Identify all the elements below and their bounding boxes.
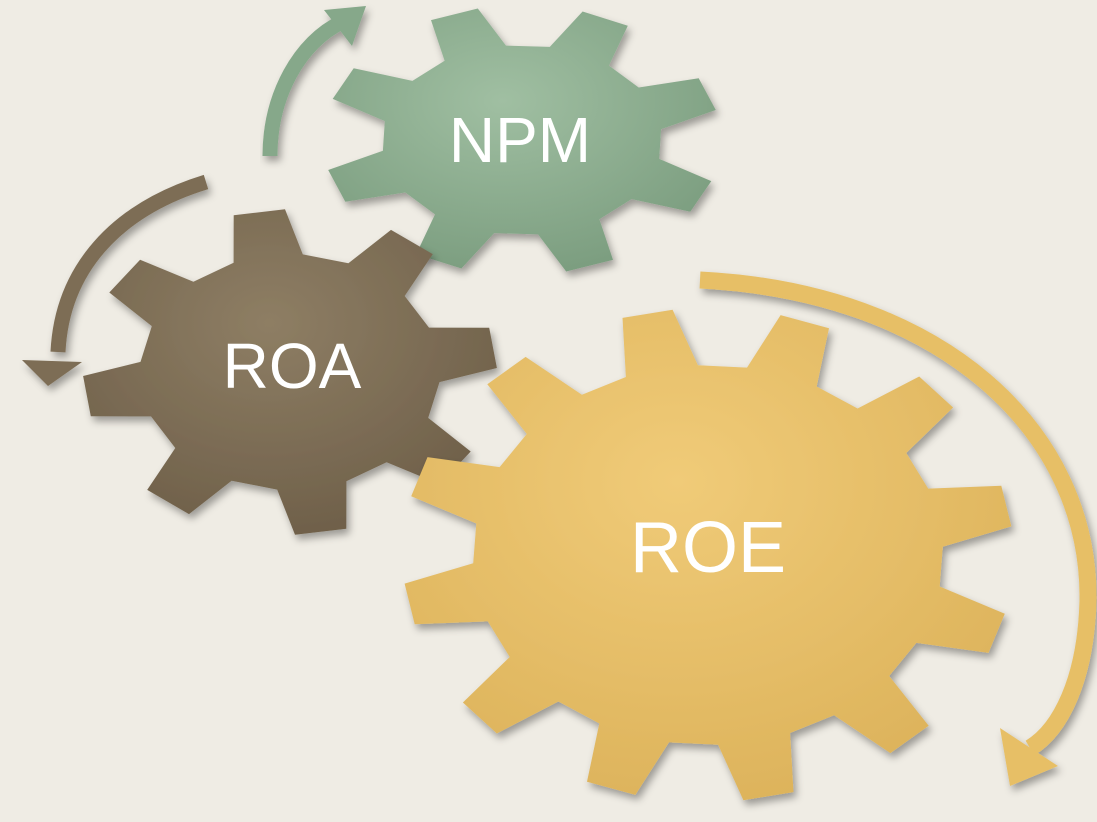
gear-npm: NPM xyxy=(328,8,716,272)
gear-npm-label: NPM xyxy=(449,104,591,176)
gear-roa-label: ROA xyxy=(223,330,362,402)
npm-cycle-arrow xyxy=(262,6,366,157)
gear-roa: ROA xyxy=(83,209,497,535)
roa-cycle-arrow xyxy=(22,174,209,386)
gear-roe: ROE xyxy=(404,309,1012,801)
roe-cycle-arrow xyxy=(699,271,1097,786)
gear-roe-label: ROE xyxy=(630,508,786,588)
